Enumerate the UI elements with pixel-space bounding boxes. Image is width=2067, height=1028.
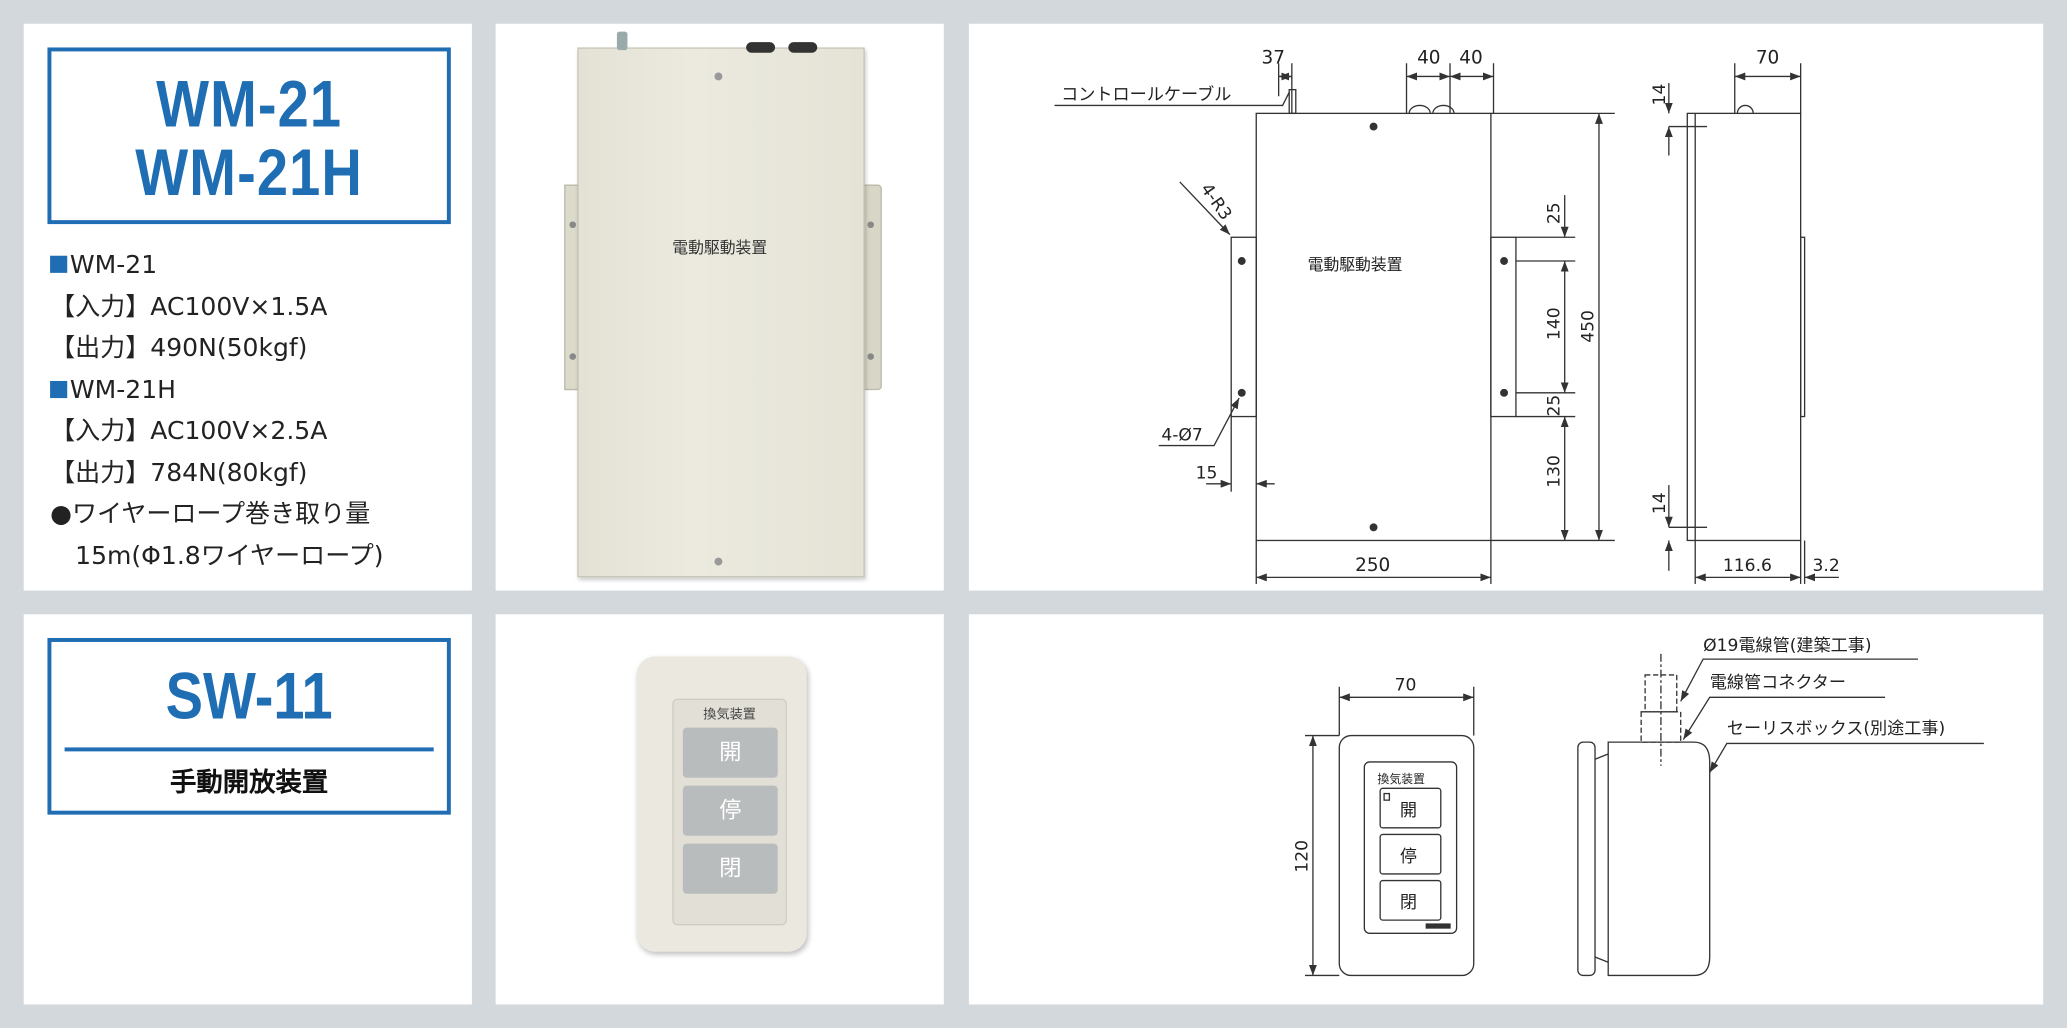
sw-dimension-drawing: 換気装置 開 停 閉 70 120 Ø19電線管(建築工事) 電線管コネクター bbox=[1293, 636, 1984, 977]
square-bullet-icon bbox=[50, 255, 68, 273]
dim-3-2: 3.2 bbox=[1813, 556, 1840, 576]
switch-inner-outline bbox=[1363, 761, 1458, 934]
drawing-stop-button: 停 bbox=[1400, 847, 1417, 867]
spec-line: 【出力】490N(50kgf) bbox=[50, 328, 383, 370]
spec-line: 【入力】AC100V×1.5A bbox=[50, 287, 383, 329]
spec-text: 15m(Φ1.8ワイヤーロープ) bbox=[50, 541, 384, 571]
drawing-switch-label: 換気装置 bbox=[1378, 772, 1426, 786]
wm-title-line1: WM-21 bbox=[156, 67, 343, 142]
side-plate bbox=[1577, 741, 1596, 977]
switch-plate-outline bbox=[1338, 734, 1475, 977]
spec-line: ●ワイヤーロープ巻き取り量 bbox=[50, 494, 383, 536]
dim-250: 250 bbox=[1355, 555, 1390, 576]
dim-14-top: 14 bbox=[1650, 84, 1670, 106]
dim-70-side: 70 bbox=[1756, 47, 1779, 68]
side-body bbox=[1686, 112, 1802, 542]
cable-label: コントロールケーブル bbox=[1061, 84, 1231, 105]
spec-text: 【出力】490N(50kgf) bbox=[50, 333, 308, 363]
knockout-1 bbox=[1408, 104, 1431, 114]
screw-flange-bl bbox=[569, 353, 577, 360]
drawing-open-button: 開 bbox=[1400, 801, 1417, 821]
wm-title-line2: WM-21H bbox=[135, 135, 363, 210]
stop-button[interactable]: 停 bbox=[682, 785, 778, 836]
dim-25-bottom: 25 bbox=[1544, 395, 1564, 417]
hole-label: 4-Ø7 bbox=[1161, 425, 1202, 445]
dim-70: 70 bbox=[1395, 676, 1417, 696]
sw-drawing-panel: 換気装置 開 停 閉 70 120 Ø19電線管(建築工事) 電線管コネクター bbox=[968, 614, 2044, 1005]
knockout-2 bbox=[788, 42, 818, 53]
spec-text: ●ワイヤーロープ巻き取り量 bbox=[50, 499, 371, 529]
flange-right bbox=[1490, 236, 1517, 418]
seris-box-label: セーリスボックス(別途工事) bbox=[1727, 719, 1945, 739]
sw-title-panel: SW-11 手動開放装置 bbox=[23, 614, 472, 1005]
dim-40a: 40 bbox=[1417, 47, 1440, 68]
connector-label: 電線管コネクター bbox=[1710, 673, 1846, 693]
dim-40b: 40 bbox=[1459, 47, 1482, 68]
wm-drawing-panel: 電動駆動装置 37 40 40 コントロールケーブル 4-R3 4-Ø7 15 bbox=[968, 23, 2044, 591]
cable-gland bbox=[1288, 88, 1297, 115]
spec-text: 【入力】AC100V×2.5A bbox=[50, 416, 328, 446]
screw-top bbox=[714, 72, 723, 81]
square-bullet-icon bbox=[50, 380, 68, 398]
sw-subtitle: 手動開放装置 bbox=[170, 765, 329, 798]
seris-box bbox=[1607, 741, 1711, 977]
dim-14-bottom: 14 bbox=[1650, 492, 1670, 514]
screw-flange-tl bbox=[569, 221, 577, 229]
sw-photo-panel: 換気装置 開 停 閉 bbox=[495, 614, 944, 1005]
dim-120: 120 bbox=[1293, 840, 1313, 873]
cable-gland bbox=[616, 31, 628, 51]
spec-text: 【出力】784N(80kgf) bbox=[50, 458, 308, 488]
spec-text: 【入力】AC100V×1.5A bbox=[50, 291, 328, 321]
conduit-label: Ø19電線管(建築工事) bbox=[1703, 636, 1872, 656]
hole-marks bbox=[1237, 122, 1509, 532]
sw-model: SW-11 bbox=[165, 659, 333, 733]
corner-radius-label: 4-R3 bbox=[1196, 180, 1235, 224]
title-divider bbox=[64, 747, 434, 752]
dim-450: 450 bbox=[1579, 310, 1599, 343]
knockout-1 bbox=[746, 42, 776, 53]
wm-title-box: WM-21 WM-21H bbox=[47, 47, 451, 225]
spec-model-heading: WM-21 bbox=[50, 245, 383, 287]
spec-model-heading: WM-21H bbox=[50, 370, 383, 412]
flange-left bbox=[1230, 236, 1257, 418]
drawing-device-label: 電動駆動装置 bbox=[1308, 255, 1403, 274]
knockout-2 bbox=[1432, 104, 1455, 114]
switch-label: 換気装置 bbox=[703, 707, 756, 723]
spec-line: 15m(Φ1.8ワイヤーロープ) bbox=[50, 536, 383, 578]
dim-116-6: 116.6 bbox=[1723, 556, 1772, 576]
spec-text: WM-21 bbox=[69, 250, 158, 280]
front-body bbox=[1255, 112, 1492, 542]
spec-text: WM-21H bbox=[69, 375, 176, 405]
dim-25-top: 25 bbox=[1544, 202, 1564, 224]
device-label: 電動駆動装置 bbox=[672, 238, 768, 258]
dim-130: 130 bbox=[1544, 455, 1564, 488]
drive-unit-photo bbox=[577, 47, 865, 578]
dim-15: 15 bbox=[1196, 464, 1218, 484]
dim-37: 37 bbox=[1262, 47, 1285, 68]
wm-spec-list: WM-21 【入力】AC100V×1.5A 【出力】490N(50kgf) WM-21… bbox=[50, 245, 384, 578]
drawing-close-button: 閉 bbox=[1400, 893, 1417, 913]
dim-140: 140 bbox=[1544, 307, 1564, 340]
screw-flange-tr bbox=[867, 221, 874, 229]
wm-photo-panel: 電動駆動装置 bbox=[495, 23, 944, 591]
spec-line: 【入力】AC100V×2.5A bbox=[50, 411, 383, 453]
open-button[interactable]: 開 bbox=[682, 727, 778, 778]
screw-flange-br bbox=[867, 353, 874, 360]
screw-bottom bbox=[714, 557, 723, 566]
sw-title-box: SW-11 手動開放装置 bbox=[47, 638, 451, 815]
wm-spec-panel: WM-21 WM-21H WM-21 【入力】AC100V×1.5A 【出力】490… bbox=[23, 23, 472, 591]
spec-line: 【出力】784N(80kgf) bbox=[50, 453, 383, 495]
wm-dimension-drawing: 電動駆動装置 37 40 40 コントロールケーブル 4-R3 4-Ø7 15 bbox=[1054, 47, 1840, 584]
close-button[interactable]: 閉 bbox=[682, 843, 778, 894]
